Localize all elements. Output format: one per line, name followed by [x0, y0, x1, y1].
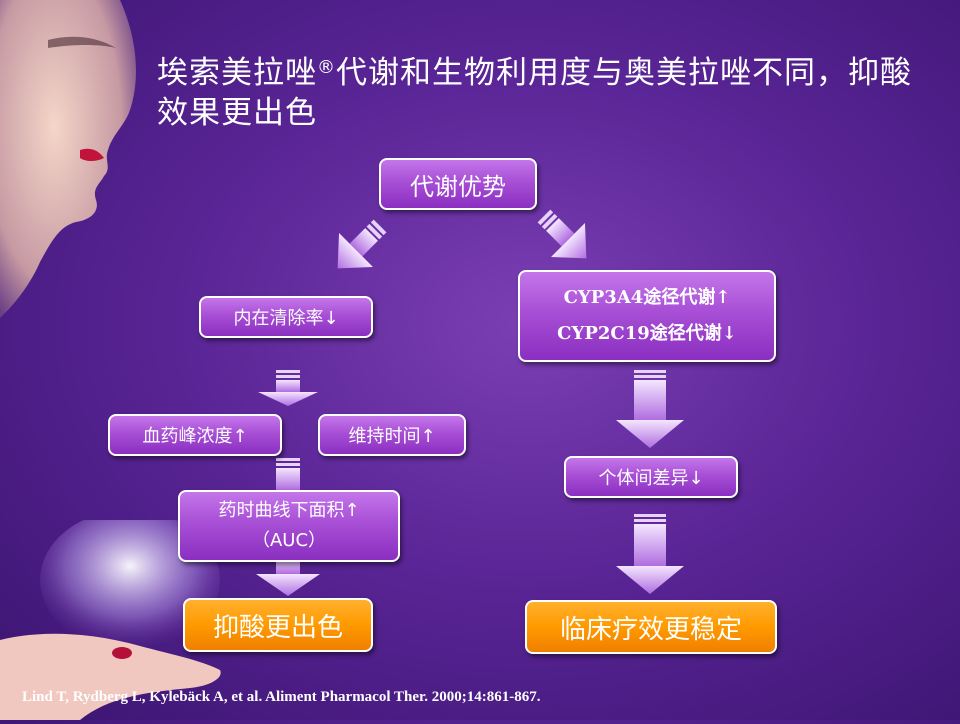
face-image — [0, 0, 150, 320]
arrow-down-icon — [276, 458, 300, 490]
arrow-down-icon — [616, 514, 684, 594]
arrow-down-left-icon — [337, 219, 387, 269]
arrow-down-icon — [616, 370, 684, 448]
hand-image — [0, 510, 230, 720]
citation: Lind T, Rydberg L, Kylebäck A, et al. Al… — [22, 689, 541, 705]
arrow-down-icon — [258, 370, 318, 406]
registered-mark: ® — [317, 57, 336, 78]
left-result-label: 抑酸更出色 — [212, 612, 343, 643]
cyp3a4-label: CYP3A4途径代谢↑ — [563, 287, 731, 308]
auc-line2: （AUC） — [251, 530, 327, 551]
right-result-label: 临床疗效更稳定 — [559, 614, 742, 645]
clearance-box: 内在清除率↓ — [199, 296, 373, 338]
auc-box: 药时曲线下面积↑ （AUC） — [178, 490, 400, 562]
cyp-box: CYP3A4途径代谢↑ CYP2C19途径代谢↓ — [518, 270, 776, 362]
arrow-down-icon — [256, 556, 320, 596]
right-result-box: 临床疗效更稳定 — [525, 600, 777, 654]
peak-label: 血药峰浓度↑ — [142, 426, 248, 447]
title-part2: 代谢和生物利用度与奥美拉唑不同，抑酸效果更出色 — [157, 55, 912, 131]
peak-box: 血药峰浓度↑ — [108, 414, 282, 456]
clearance-label: 内在清除率↓ — [233, 308, 339, 329]
variation-box: 个体间差异↓ — [564, 456, 738, 498]
title-part1: 埃索美拉唑 — [157, 55, 317, 91]
cyp2c19-label: CYP2C19途径代谢↓ — [557, 323, 737, 344]
duration-label: 维持时间↑ — [348, 426, 436, 447]
slide-title: 埃索美拉唑®代谢和生物利用度与奥美拉唑不同，抑酸效果更出色 — [157, 48, 917, 133]
duration-box: 维持时间↑ — [318, 414, 466, 456]
auc-line1: 药时曲线下面积↑ — [218, 500, 360, 521]
root-label: 代谢优势 — [410, 172, 506, 201]
left-result-box: 抑酸更出色 — [183, 598, 373, 652]
arrow-down-right-icon — [537, 209, 587, 259]
variation-label: 个体间差异↓ — [598, 468, 704, 489]
root-box: 代谢优势 — [379, 158, 537, 210]
